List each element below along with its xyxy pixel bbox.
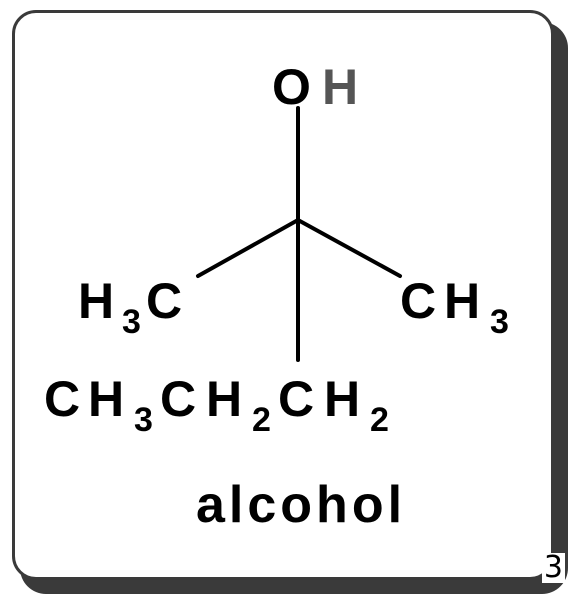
card-frame [12, 10, 554, 580]
chain-hydrogen-1: H [88, 371, 124, 427]
bond-c-right-methyl [296, 218, 402, 278]
right-methyl-carbon: C [400, 273, 436, 329]
compound-class-label: alcohol [196, 476, 406, 534]
left-methyl-hydrogen: H [78, 273, 114, 329]
chain-subscript-1: 3 [134, 401, 153, 439]
chain-carbon-2: C [160, 371, 196, 427]
bond-c-left-methyl [196, 218, 300, 278]
chain-carbon-3: C [278, 371, 314, 427]
atom-oxygen: O [272, 59, 311, 115]
chain-carbon-1: C [44, 371, 80, 427]
left-methyl-carbon: C [146, 273, 182, 329]
right-methyl-hydrogen: H [444, 273, 480, 329]
right-methyl-subscript: 3 [490, 303, 509, 341]
atom-hydroxyl-hydrogen: H [322, 59, 358, 115]
chain-hydrogen-2: H [206, 371, 242, 427]
chain-hydrogen-3: H [324, 371, 360, 427]
left-methyl-subscript: 3 [122, 303, 141, 341]
chain-subscript-3: 2 [370, 401, 389, 439]
page-number: 3 [541, 550, 565, 585]
chain-subscript-2: 2 [252, 401, 271, 439]
